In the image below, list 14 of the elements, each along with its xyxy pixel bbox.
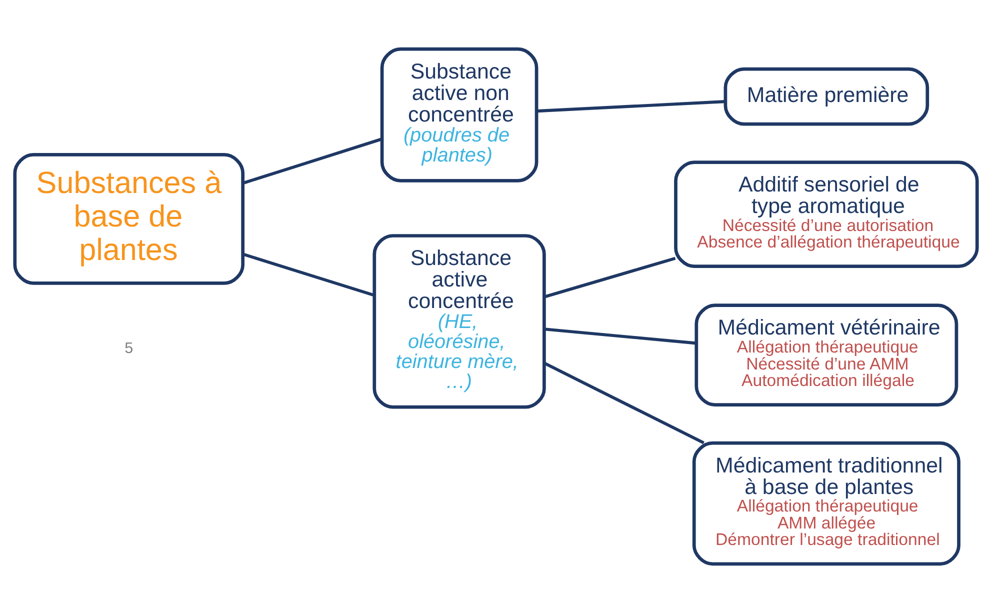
connector xyxy=(544,256,676,298)
node-box: Matière première xyxy=(724,66,930,126)
node-box: Médicament vétérinaire Allégation thérapeutique Nécessité d’une AMM Automédication illégale xyxy=(694,303,958,406)
node-box: Additif sensoriel de type aromatique Nécessité d’une autorisation Absence d’allégation thérapeutique xyxy=(674,160,979,268)
node-box: Substances à base de plantes xyxy=(13,152,244,284)
node-box: Substance active non concentrée (poudres de plantes) xyxy=(380,46,538,182)
connector xyxy=(536,100,725,112)
label: 5 xyxy=(124,339,134,356)
node-box: Substance active concentrée (HE, oléorésine, teinture mère, …) xyxy=(372,234,546,408)
connector xyxy=(242,252,375,296)
connector xyxy=(544,361,704,444)
connector xyxy=(242,137,382,184)
node-box: Médicament traditionnel à base de plantes Allégation thérapeutique AMM allégée Démontrer l’usage traditionnel xyxy=(692,440,960,566)
connector xyxy=(544,327,696,344)
